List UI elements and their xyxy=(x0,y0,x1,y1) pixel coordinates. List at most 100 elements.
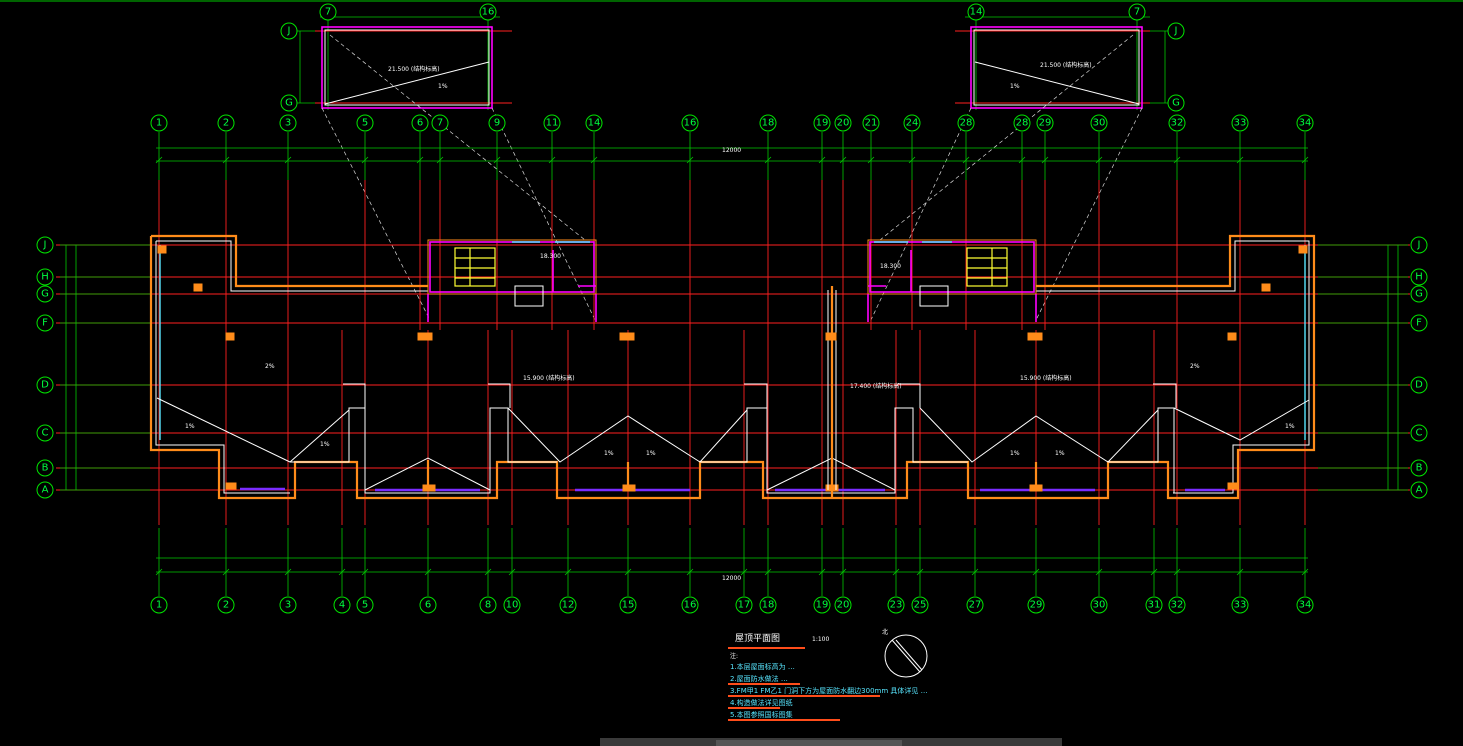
title-block: 屋顶平面图 1:100 注: 1.本层屋面标高为 … 2.屋面防水做法 … 3.… xyxy=(728,633,928,721)
dim-tick-bot-0 xyxy=(155,568,163,576)
axis-left-3-label: F xyxy=(42,318,48,329)
axis-top-6-circle xyxy=(488,114,506,132)
axis-top-18-label: 30 xyxy=(1093,118,1106,129)
axis-right-2-circle xyxy=(1410,285,1428,303)
slope-label-8: 2% xyxy=(265,363,275,370)
axis-left-2-label: G xyxy=(41,289,49,300)
axis-bot-22-label: 33 xyxy=(1234,600,1247,611)
dim-tick-bot-16 xyxy=(916,568,924,576)
axis-bot-9-label: 15 xyxy=(622,600,635,611)
dim-tick-top-5 xyxy=(436,156,444,164)
axis-top-20-circle xyxy=(1231,114,1249,132)
detail-left-col-1-circle xyxy=(479,3,497,21)
axis-bot-20-label: 31 xyxy=(1148,600,1161,611)
slope-label-3: 1% xyxy=(604,450,614,457)
elev-center-label: 17.400 (结构标高) xyxy=(850,382,902,390)
dim-tick-top-20 xyxy=(1236,156,1244,164)
axis-top-9-label: 16 xyxy=(684,118,697,129)
detail-left-row-0-label: J xyxy=(287,26,291,37)
axis-bot-21-circle xyxy=(1168,596,1186,614)
dim-tick-bot-4 xyxy=(361,568,369,576)
dim-tick-bot-1 xyxy=(222,568,230,576)
axis-left-5-label: C xyxy=(42,428,49,439)
axis-right-3-circle xyxy=(1410,314,1428,332)
dim-tick-bot-20 xyxy=(1150,568,1158,576)
axis-top-6-label: 9 xyxy=(494,118,500,129)
axis-top-21-label: 34 xyxy=(1299,118,1312,129)
axis-bot-4-label: 5 xyxy=(362,600,368,611)
dim-tick-top-15 xyxy=(962,156,970,164)
axis-top-17-label: 29 xyxy=(1039,118,1052,129)
dim-tick-bot-2 xyxy=(284,568,292,576)
overall-dimension: 12000 xyxy=(722,575,741,582)
cad-scrollbar[interactable] xyxy=(600,738,1062,746)
axis-top-19-label: 32 xyxy=(1171,118,1184,129)
detail-right-elev: 21.500 (结构标高) xyxy=(1040,61,1092,69)
dim-tick-bot-17 xyxy=(971,568,979,576)
dim-tick-top-0 xyxy=(155,156,163,164)
dim-tick-bot-8 xyxy=(564,568,572,576)
axis-bot-10-label: 16 xyxy=(684,600,697,611)
axis-top-1-circle xyxy=(217,114,235,132)
axis-bot-1-circle xyxy=(217,596,235,614)
axis-left-4-circle xyxy=(36,376,54,394)
axis-right-2-label: G xyxy=(1415,289,1423,300)
detail-right-col-1-circle xyxy=(1128,3,1146,21)
dim-tick-bot-12 xyxy=(764,568,772,576)
slope-label-5: 1% xyxy=(1010,450,1020,457)
note-1: 1.本层屋面标高为 … xyxy=(730,662,795,671)
detail-right-col-1-label: 7 xyxy=(1134,7,1140,18)
axis-bot-14-label: 20 xyxy=(837,600,850,611)
detail-right-slope: 1% xyxy=(1010,83,1020,90)
axis-bot-6-label: 8 xyxy=(485,600,491,611)
axis-bot-3-label: 4 xyxy=(339,600,345,611)
axis-bot-20-circle xyxy=(1145,596,1163,614)
axis-top-14-label: 24 xyxy=(906,118,919,129)
elev-right-label: 15.900 (结构标高) xyxy=(1020,374,1072,382)
axis-top-4-label: 6 xyxy=(417,118,423,129)
dim-tick-top-17 xyxy=(1041,156,1049,164)
cad-scrollbar-thumb[interactable] xyxy=(716,740,902,746)
axis-left-6-label: B xyxy=(42,463,49,474)
axis-bot-2-label: 3 xyxy=(285,600,291,611)
axis-top-11-label: 19 xyxy=(816,118,829,129)
axis-bot-17-circle xyxy=(966,596,984,614)
axis-top-3-circle xyxy=(356,114,374,132)
axis-top-10-label: 18 xyxy=(762,118,775,129)
axis-top-4-circle xyxy=(411,114,429,132)
dim-tick-top-4 xyxy=(416,156,424,164)
horizontal-grid-lines xyxy=(56,244,1410,491)
axis-top-0-label: 1 xyxy=(156,118,162,129)
stair-core-left: 18.300 xyxy=(427,239,597,322)
dim-tick-bot-10 xyxy=(686,568,694,576)
axis-top-3-label: 5 xyxy=(362,118,368,129)
dimension-lines xyxy=(65,147,1399,576)
axis-right-7-label: A xyxy=(1416,485,1423,496)
detail-left-slope: 1% xyxy=(438,83,448,90)
axis-bot-0-circle xyxy=(150,596,168,614)
axis-left-7-circle xyxy=(36,481,54,499)
detail-right-col-0-circle xyxy=(967,3,985,21)
drawing-title: 屋顶平面图 xyxy=(735,633,780,644)
axis-top-16-circle xyxy=(1013,114,1031,132)
dim-tick-bot-18 xyxy=(1032,568,1040,576)
notes-heading: 注: xyxy=(730,652,738,660)
axis-top-7-circle xyxy=(543,114,561,132)
axis-bot-22-circle xyxy=(1231,596,1249,614)
dim-tick-top-1 xyxy=(222,156,230,164)
slope-label-6: 1% xyxy=(1055,450,1065,457)
dim-tick-bot-23 xyxy=(1301,568,1309,576)
axis-bot-21-label: 32 xyxy=(1171,600,1184,611)
axis-bot-1-label: 2 xyxy=(223,600,229,611)
dim-tick-top-3 xyxy=(361,156,369,164)
slope-label-7: 1% xyxy=(1285,423,1295,430)
axis-right-5-circle xyxy=(1410,424,1428,442)
axis-bot-8-label: 12 xyxy=(562,600,575,611)
detail-left-col-0-circle xyxy=(319,3,337,21)
dim-tick-top-13 xyxy=(867,156,875,164)
dim-tick-top-11 xyxy=(818,156,826,164)
dim-tick-top-9 xyxy=(686,156,694,164)
detail-right-row-1-circle xyxy=(1167,94,1185,112)
